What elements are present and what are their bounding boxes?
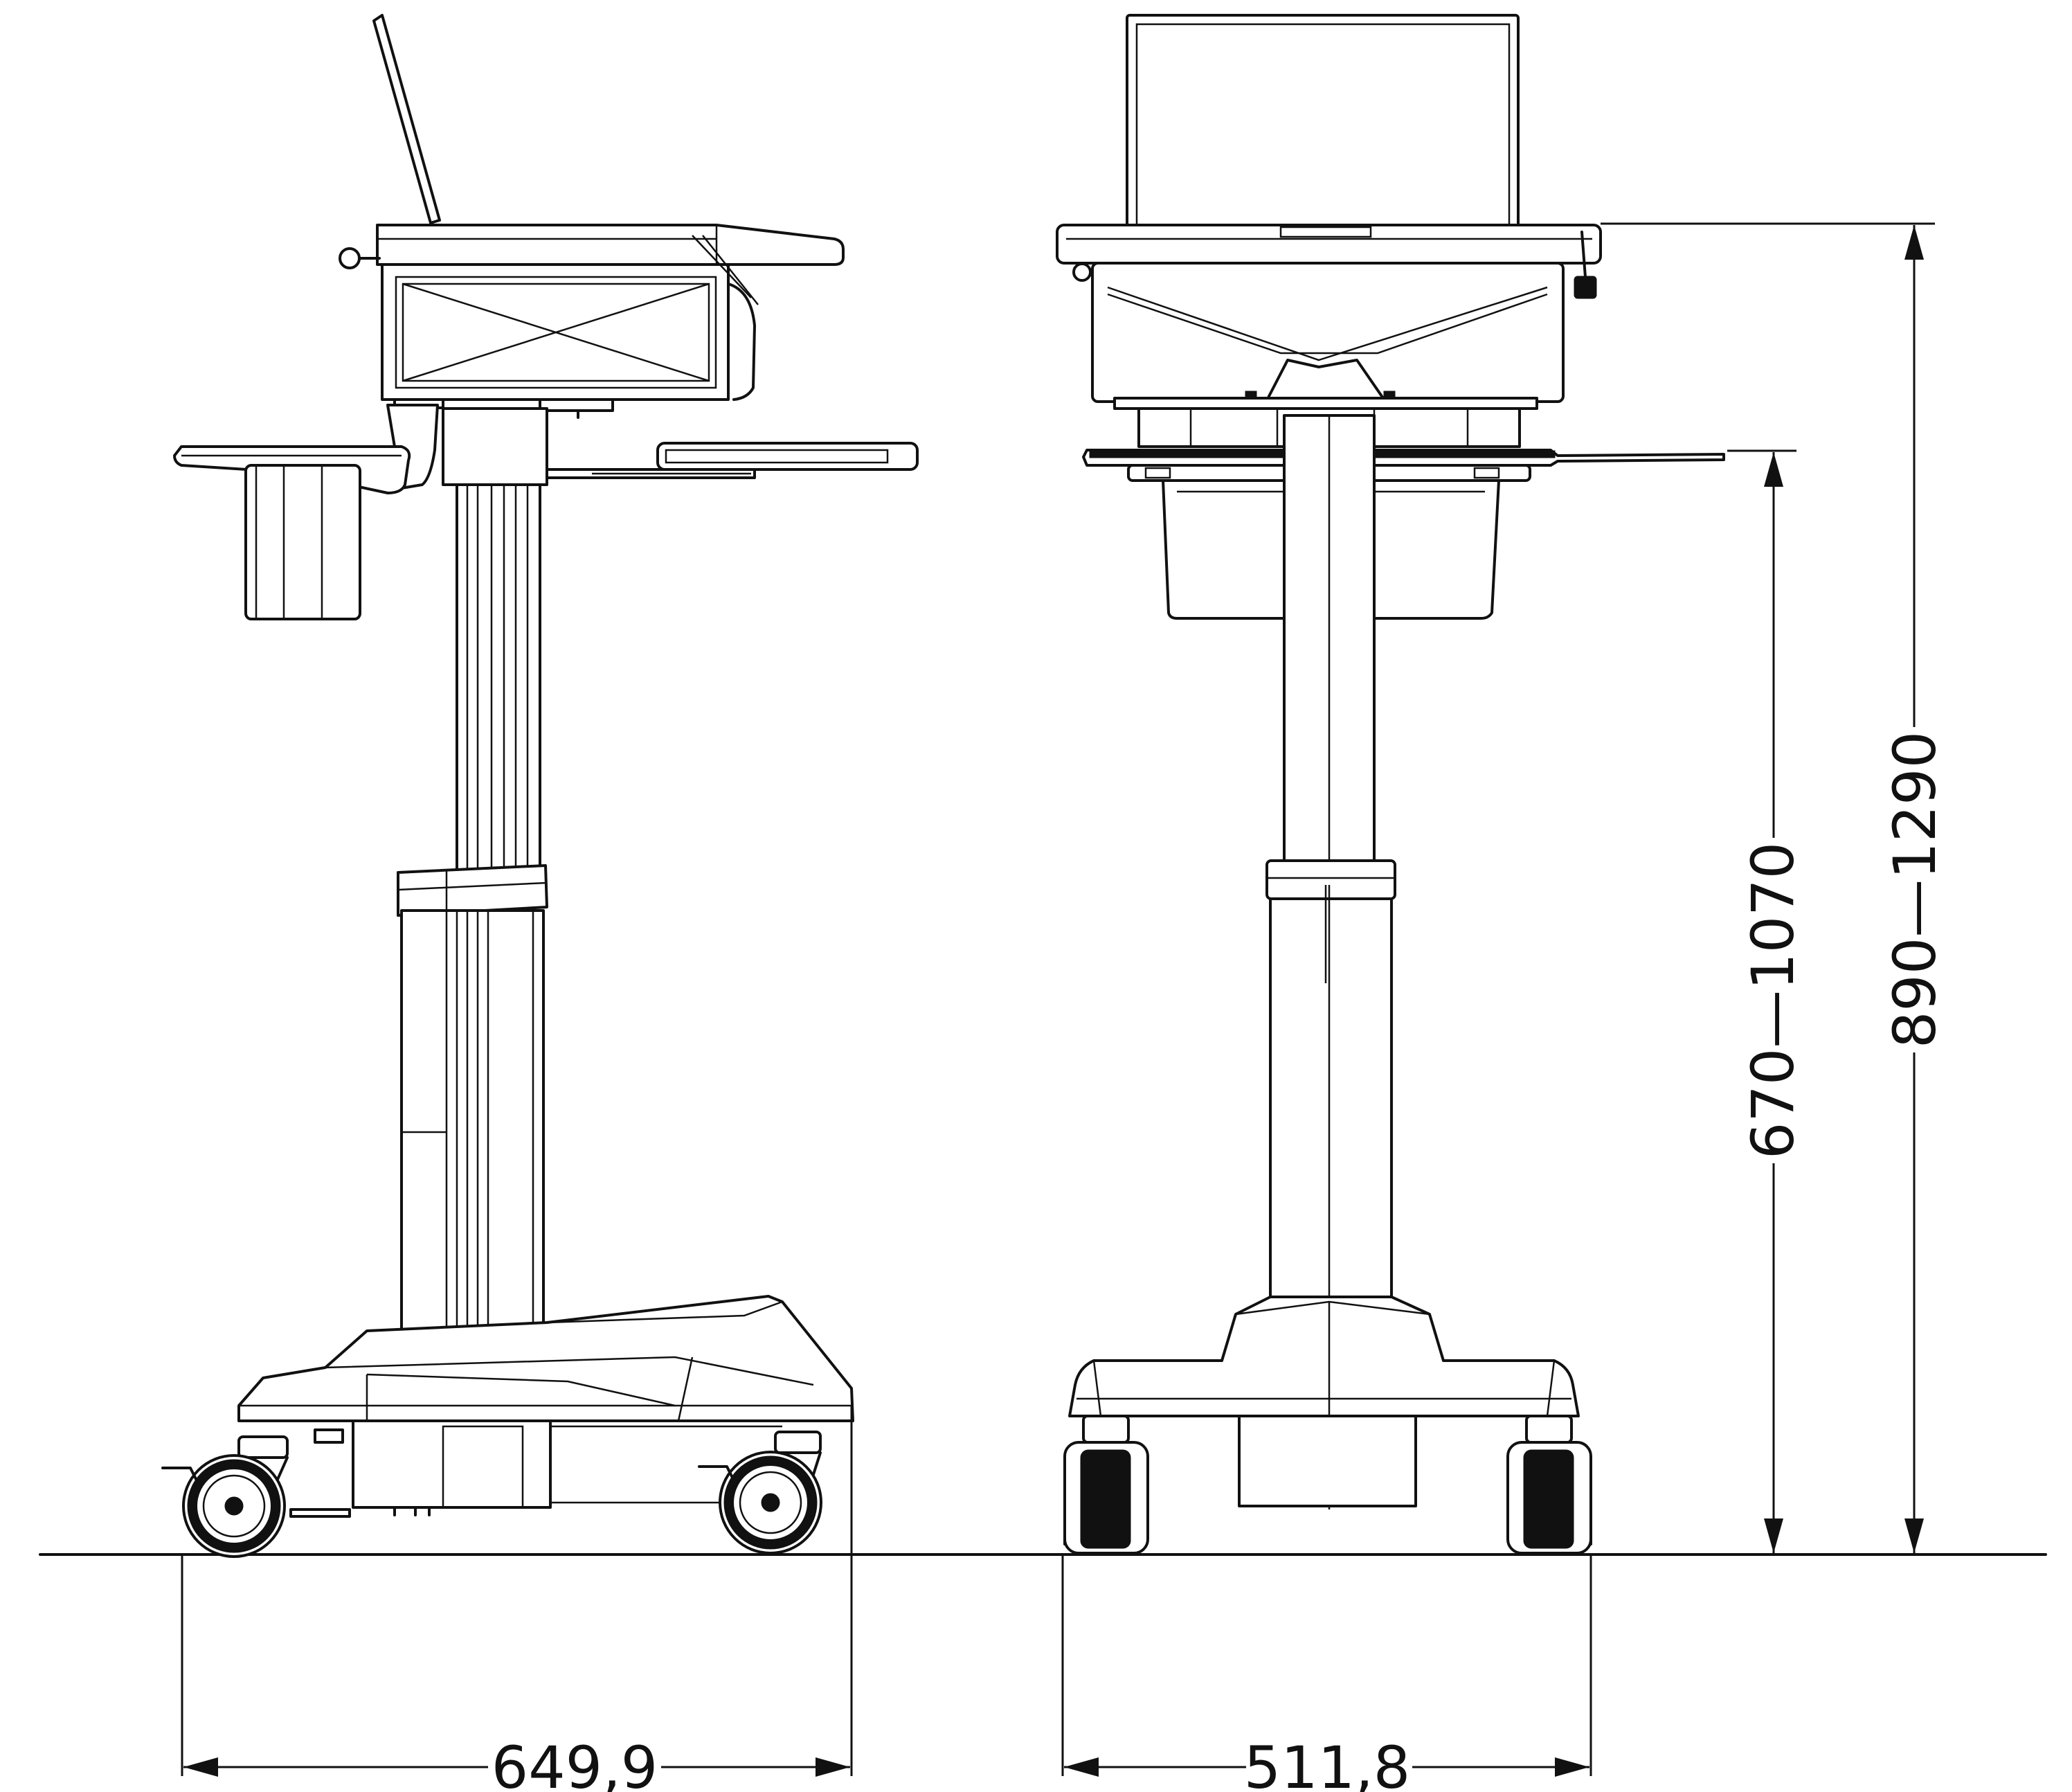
work-surface-side (339, 224, 845, 269)
column-collar-front (1265, 859, 1396, 900)
base-side (237, 1295, 854, 1518)
upper-column-front (1283, 414, 1376, 863)
laptop-screen-side (372, 14, 441, 224)
keyboard-tray-side (546, 442, 919, 479)
dimension-top-height: 890—1290 (1601, 222, 1949, 1553)
dimension-label-side-width: 649,9 (492, 1734, 658, 1792)
laptop-screen-front (1126, 14, 1520, 228)
side-view (161, 14, 919, 1558)
left-caster-side (161, 1435, 289, 1558)
front-view (1056, 14, 1725, 1554)
dimension-label-top-height: 890—1290 (1881, 731, 1949, 1048)
keyboard-tray-front (1082, 407, 1725, 620)
lower-column-side (400, 909, 545, 1333)
column-mount-side (386, 404, 548, 490)
right-caster-side (698, 1431, 822, 1554)
dimension-keyboard-height: 670—1070 (1727, 449, 1807, 1553)
dimension-label-keyboard-height: 670—1070 (1739, 842, 1807, 1159)
dimension-side-width: 649,9 (181, 1406, 853, 1792)
lower-column-front (1269, 885, 1393, 1300)
left-caster-front (1063, 1415, 1149, 1554)
base-front (1068, 1296, 1580, 1509)
dimension-lines: 649,9 511,8 670—1070 8 (181, 222, 1949, 1792)
left-tray-side (173, 445, 411, 620)
upper-column-side (456, 483, 541, 874)
drawer-box-side (381, 235, 759, 419)
dimension-front-width: 511,8 (1061, 1554, 1592, 1792)
right-caster-front (1506, 1415, 1592, 1554)
dimension-label-front-width: 511,8 (1244, 1734, 1410, 1792)
column-collar-side (397, 864, 548, 917)
drawer-front (1091, 262, 1565, 410)
